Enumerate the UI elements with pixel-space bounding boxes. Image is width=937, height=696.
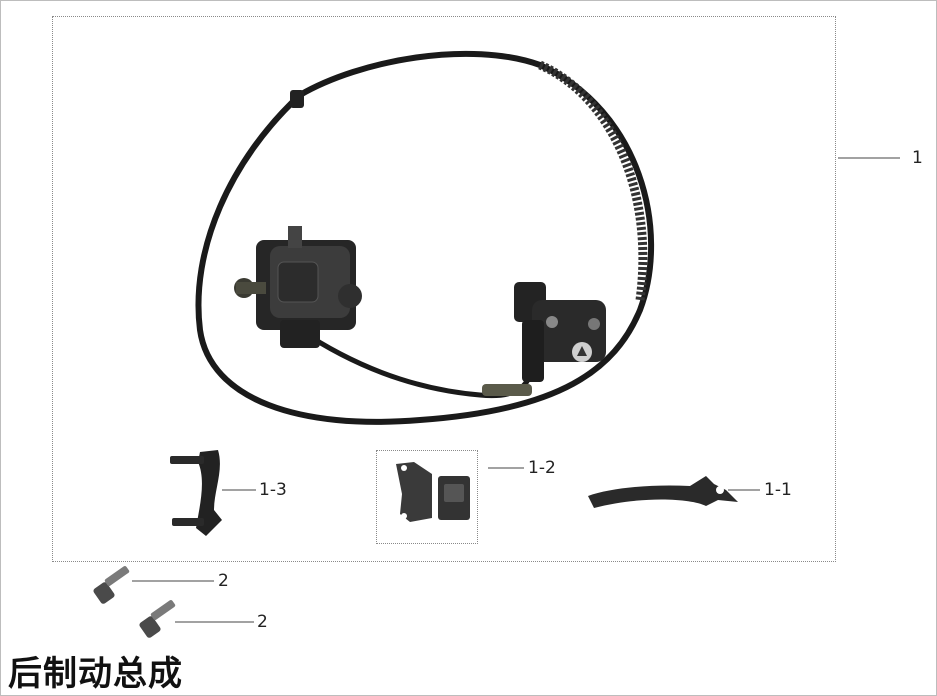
callout-lever: 1-1: [764, 480, 792, 500]
brake-pads: [396, 462, 470, 522]
bolt-lower: [139, 600, 176, 638]
callout-bracket: 1-3: [259, 480, 287, 500]
master-cylinder: [482, 282, 606, 396]
brake-caliper: [234, 226, 362, 348]
hose-clip: [290, 90, 304, 108]
callout-pads: 1-2: [528, 458, 556, 478]
callout-bolt-a: 2: [218, 571, 229, 591]
brake-pads-group-border: [376, 450, 478, 544]
caliper-bracket: [170, 450, 222, 536]
brake-lever: [588, 476, 738, 508]
callout-bolt-b: 2: [257, 612, 268, 632]
assembly-group-border: [52, 16, 836, 562]
callout-assembly: 1: [912, 148, 923, 168]
diagram-title: 后制动总成: [8, 654, 183, 694]
hose-armor-section: [538, 60, 648, 301]
brake-hose: [195, 50, 655, 425]
bolt-upper: [93, 566, 130, 604]
